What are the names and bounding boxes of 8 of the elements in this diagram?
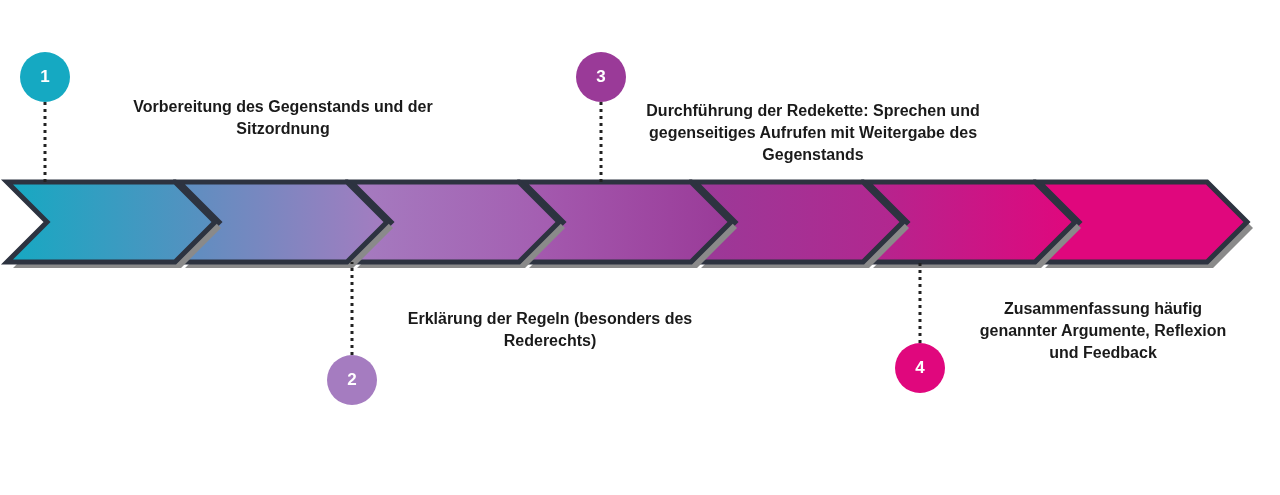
leader-line [599,102,603,182]
leader-line [43,102,47,182]
step-description: Erklärung der Regeln (besonders des Rederechts) [406,309,694,351]
leader-line [918,262,922,343]
leader-line [350,262,354,355]
step-description: Vorbereitung des Gegenstands und der Sitzordnung [132,97,434,139]
step-description: Durchführung der Redekette: Sprechen und gegenseitiges Aufrufen mit Weitergabe des Gegenstands [645,101,981,165]
step-description: Zusammenfassung häufig genannter Argumente, Reflexion und Feedback [978,299,1228,363]
